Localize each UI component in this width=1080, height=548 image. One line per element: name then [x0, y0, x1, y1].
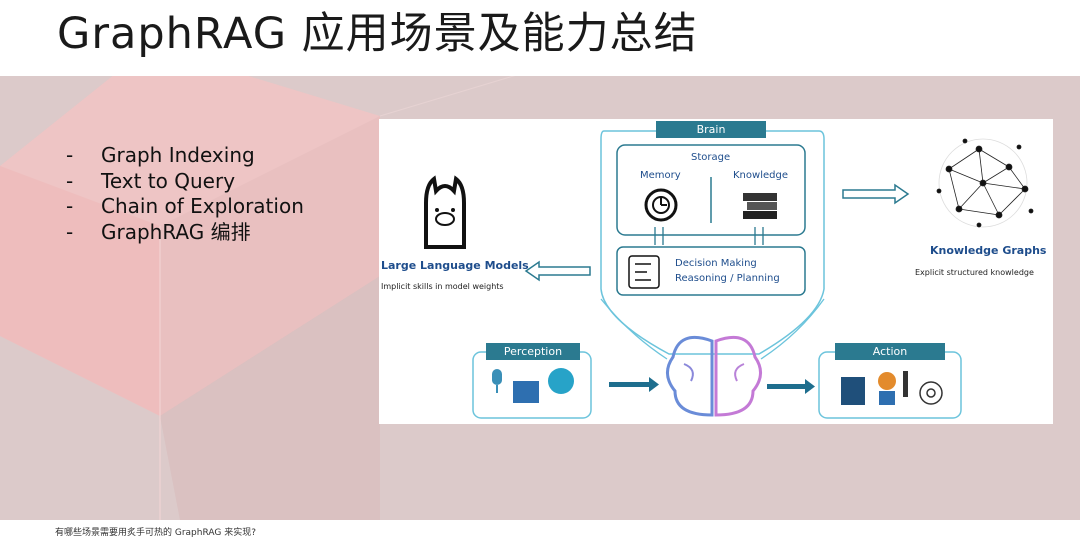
ai-head-icon: [919, 381, 943, 405]
llm-title: Large Language Models: [381, 259, 529, 272]
figure-drawing: [424, 130, 1034, 419]
background-cubes-graphic: [0, 76, 516, 520]
agent-architecture-figure: Brain Storage Memory Knowledge Decision …: [379, 119, 1053, 424]
bullet-item: -GraphRAG 编排: [66, 219, 251, 244]
memory-icon: [644, 188, 678, 222]
decision-box: [616, 246, 806, 296]
flowchart-icon: [628, 255, 660, 289]
llama-icon: [424, 175, 466, 249]
worker-icon: [878, 372, 896, 405]
books-icon: [743, 193, 777, 219]
screwdriver-icon: [903, 371, 908, 397]
title-bar: [0, 0, 1080, 76]
brain-header: Brain: [656, 121, 766, 138]
network-graph-icon: [936, 138, 1034, 228]
kg-title: Knowledge Graphs: [930, 244, 1047, 257]
arrow-to-llm: [524, 260, 591, 282]
bullet-item: -Graph Indexing: [66, 143, 255, 167]
footer-caption: 有哪些场景需要用炙手可热的 GraphRAG 来实现?: [55, 528, 256, 538]
arrow-brain-to-action: [767, 379, 815, 394]
brain-icon: [666, 336, 762, 417]
arrow-perception-to-brain: [609, 377, 659, 392]
page-title: GraphRAG 应用场景及能力总结: [57, 9, 698, 59]
llm-subtitle: Implicit skills in model weights: [381, 282, 504, 291]
text-file-icon: [841, 377, 865, 405]
document-icon: [548, 368, 574, 394]
action-header: Action: [835, 343, 945, 360]
reasoning-planning-label: Reasoning / Planning: [675, 273, 780, 284]
decision-making-label: Decision Making: [675, 258, 757, 269]
storage-label: Storage: [691, 152, 731, 163]
memory-label: Memory: [640, 170, 681, 181]
kg-subtitle: Explicit structured knowledge: [915, 268, 1034, 277]
microphone-icon: [492, 369, 502, 393]
brain-container: [600, 130, 825, 355]
storage-box: [616, 144, 806, 236]
footer-bar: [0, 520, 1080, 548]
bullet-list: -Graph Indexing -Text to Query -Chain of…: [66, 143, 304, 245]
bullet-item: -Text to Query: [66, 168, 236, 193]
bullet-item: -Chain of Exploration: [66, 194, 304, 218]
perception-header: Perception: [486, 343, 580, 360]
knowledge-label: Knowledge: [733, 170, 788, 181]
arrow-to-kg: [842, 183, 910, 205]
image-icon: [513, 381, 539, 403]
